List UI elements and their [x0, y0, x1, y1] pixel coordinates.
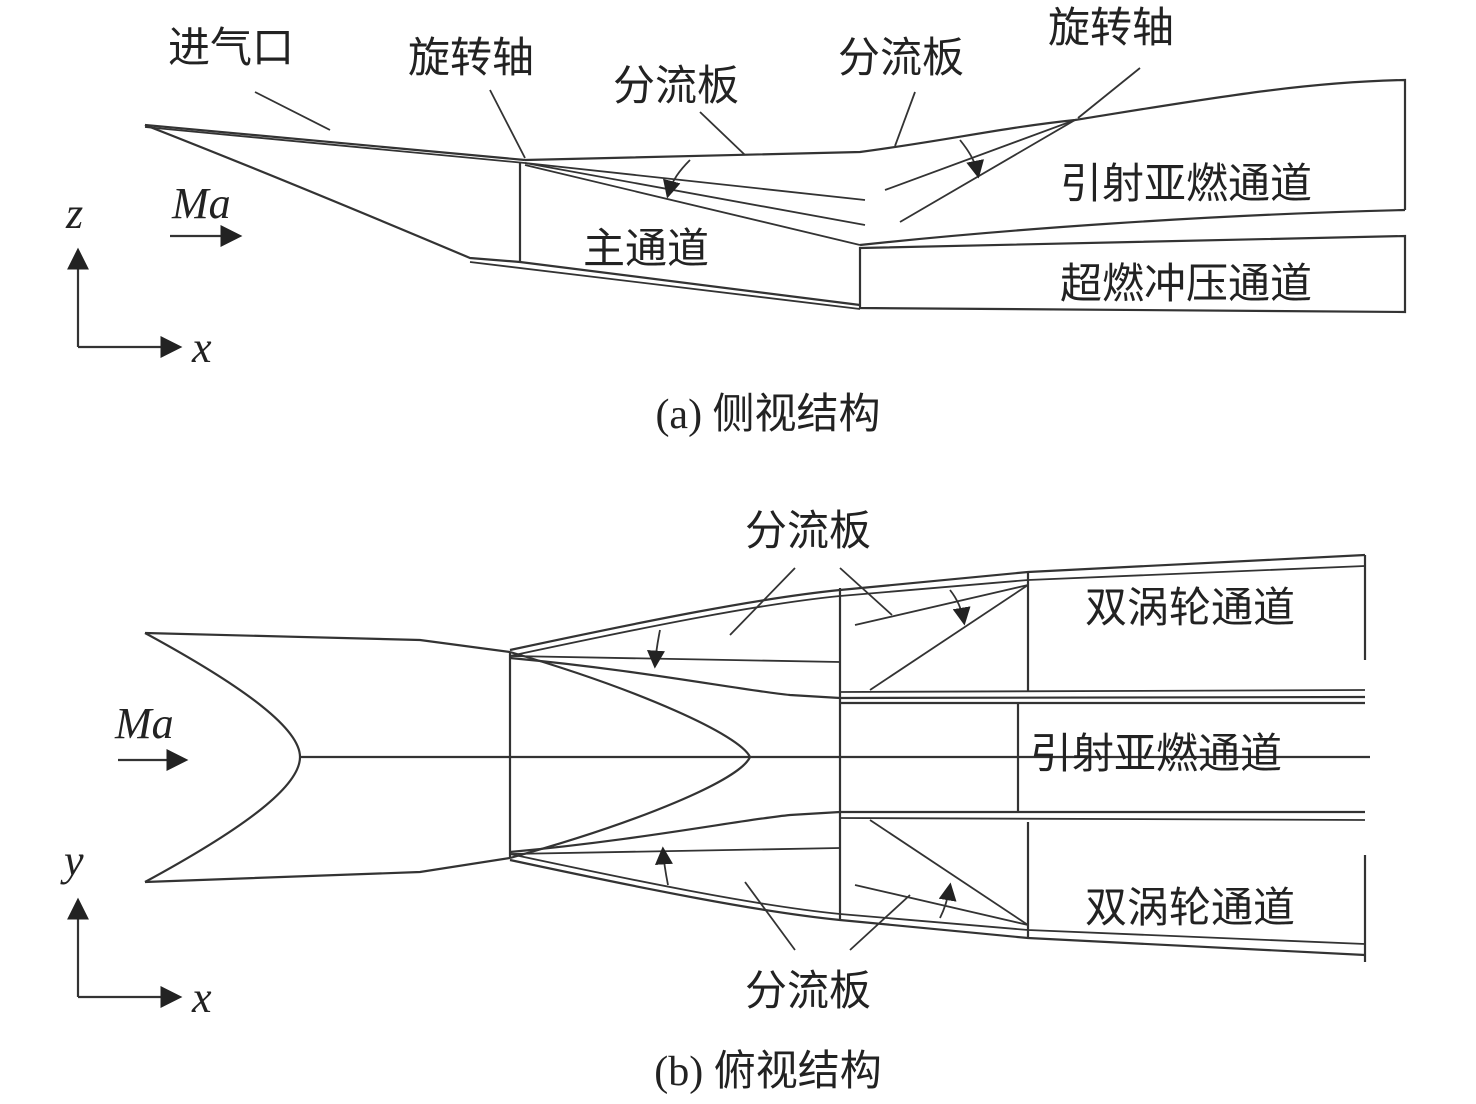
flow-mach-label-top: Ma: [114, 699, 174, 748]
label-twin-turbine-channel-bottom: 双涡轮通道: [1085, 883, 1295, 932]
axis-label-y: y: [60, 836, 84, 885]
top-center-channel: [839, 701, 1366, 821]
top-upper-channel: [509, 553, 1367, 700]
top-leader-lines: [729, 567, 911, 951]
side-scramjet-box: [858, 234, 1407, 314]
axis-label-x: x: [191, 323, 212, 372]
label-rotation-axis-2: 旋转轴: [1048, 3, 1174, 52]
label-splitter-top: 分流板: [745, 506, 871, 555]
label-splitter-2: 分流板: [838, 33, 964, 82]
flow-mach-label: Ma: [171, 179, 231, 228]
axis-label-z: z: [65, 189, 83, 238]
label-inlet: 进气口: [168, 23, 294, 72]
label-ejector-subsonic-channel: 引射亚燃通道: [1060, 159, 1312, 208]
top-inlet-geometry: [144, 588, 1370, 920]
side-upper-wall: [524, 78, 1407, 247]
label-ejector-subsonic-channel-top: 引射亚燃通道: [1030, 729, 1282, 778]
side-leader-lines: [254, 67, 1141, 159]
axes-icon: [67, 897, 183, 1008]
label-splitter-bottom: 分流板: [745, 966, 871, 1015]
side-view: 进气口 旋转轴 分流板 分流板 旋转轴 引射亚燃通道 主通道 超燃冲压通道 Ma…: [65, 3, 1407, 438]
label-main-channel: 主通道: [583, 224, 709, 273]
top-lower-channel: [509, 810, 1367, 962]
top-view: 分流板 分流板 双涡轮通道 引射亚燃通道 双涡轮通道 Ma y x (b) 俯视…: [60, 506, 1370, 1095]
caption-side-view: (a) 侧视结构: [655, 392, 880, 438]
label-rotation-axis-1: 旋转轴: [408, 33, 534, 82]
label-splitter-1: 分流板: [613, 61, 739, 110]
label-scramjet-channel: 超燃冲压通道: [1060, 259, 1312, 308]
label-twin-turbine-channel-top: 双涡轮通道: [1085, 583, 1295, 632]
side-splitter-plates: [524, 119, 1076, 246]
caption-top-view: (b) 俯视结构: [654, 1048, 881, 1095]
axes-icon: [67, 247, 183, 358]
side-inlet-geometry: [144, 123, 861, 310]
axis-label-x-top: x: [191, 973, 212, 1022]
